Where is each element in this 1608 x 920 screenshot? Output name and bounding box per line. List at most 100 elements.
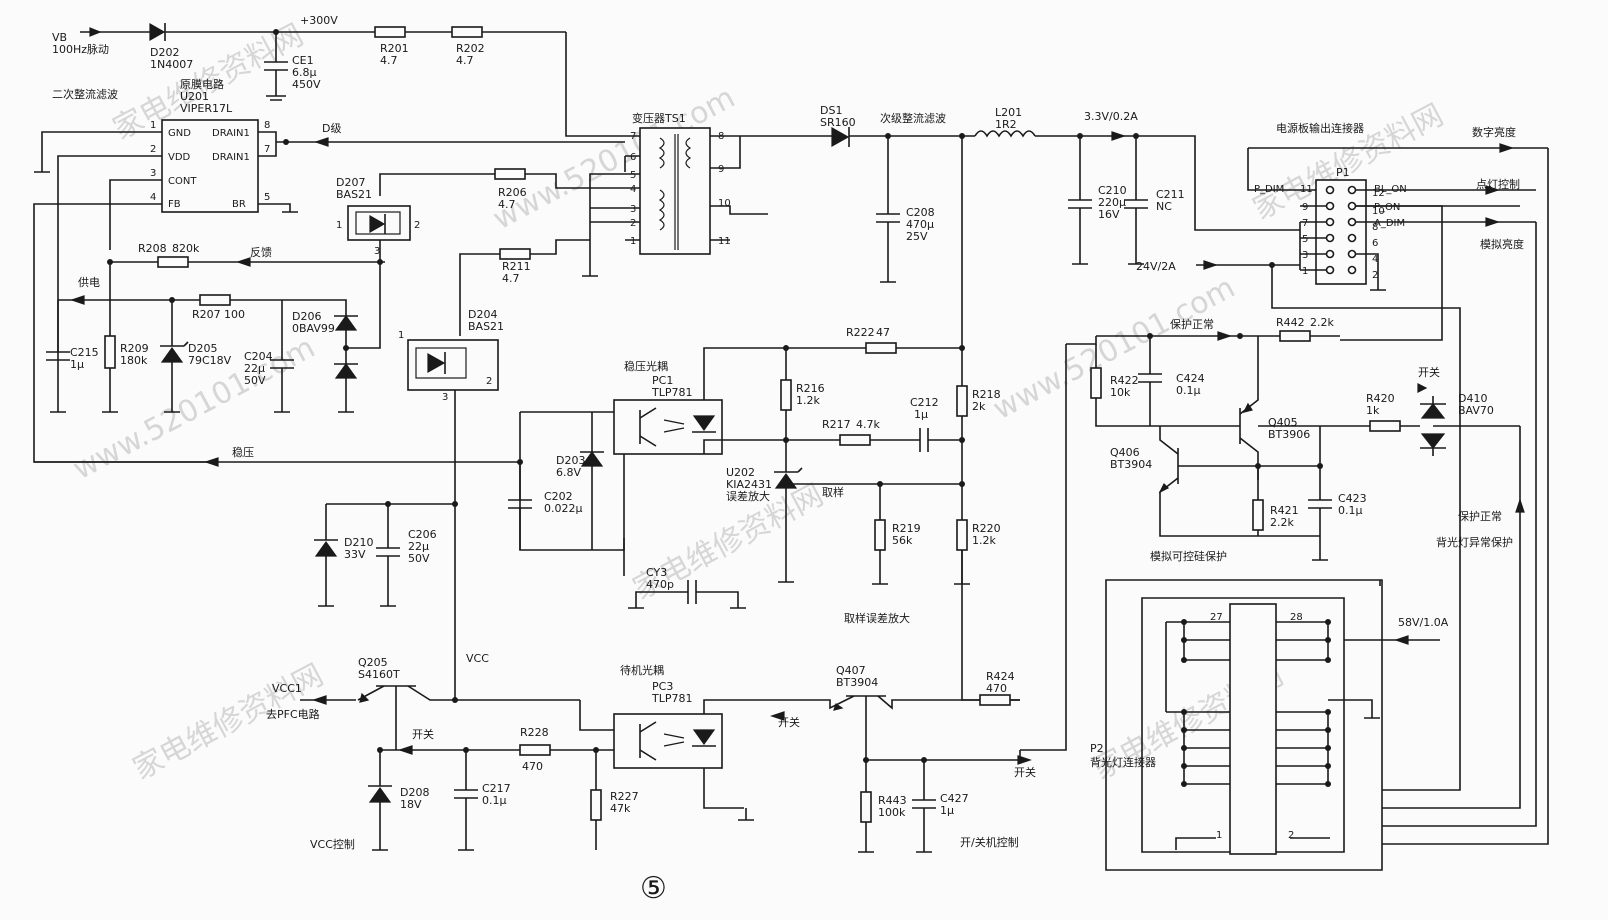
capacitor-c208: C208 470μ 25V: [876, 136, 935, 283]
capacitor-c217: C217 0.1μ: [454, 750, 511, 851]
capacitor-c210: C210 220μ 16V: [1068, 136, 1127, 265]
resistor-r201: R201 4.7: [374, 26, 409, 67]
svg-text:11: 11: [1300, 184, 1313, 195]
svg-text:保护正常: 保护正常: [1170, 317, 1214, 331]
svg-text:79C18V: 79C18V: [188, 354, 232, 367]
transistor-q407: Q407 BT3904: [744, 664, 980, 760]
svg-text:4: 4: [1372, 254, 1378, 265]
resistor-r202: R202 4.7: [451, 26, 485, 67]
resistor-r208: R208 820k 反馈: [107, 242, 385, 268]
svg-text:开关: 开关: [1418, 365, 1440, 379]
svg-text:误差放大: 误差放大: [726, 489, 770, 503]
svg-text:8: 8: [264, 120, 270, 131]
zener-d210: D210 33V: [314, 504, 373, 607]
svg-text:58V/1.0A: 58V/1.0A: [1398, 616, 1449, 629]
svg-text:C210: C210: [1098, 184, 1127, 197]
svg-text:二次整流滤波: 二次整流滤波: [52, 87, 118, 101]
svg-text:R218: R218: [972, 388, 1001, 401]
svg-text:GND: GND: [168, 128, 191, 139]
svg-text:1N4007: 1N4007: [150, 58, 193, 71]
svg-text:1μ: 1μ: [914, 408, 928, 421]
svg-text:VIPER17L: VIPER17L: [180, 102, 233, 115]
svg-text:VCC: VCC: [466, 652, 489, 665]
svg-text:4: 4: [150, 192, 156, 203]
standby-circuit: VCC VCC1 去PFC电路 Q205 S4160T 开关 R228 470 …: [266, 652, 1036, 853]
svg-text:5: 5: [264, 192, 270, 203]
svg-text:R216: R216: [796, 382, 825, 395]
svg-text:3: 3: [150, 168, 156, 179]
stabilize-network: 稳压 D210 33V C206 22μ 50V: [34, 445, 523, 607]
svg-text:8: 8: [1372, 222, 1378, 233]
ic-u201: 原膜电路 U201 VIPER17L 二次整流滤波 GND VDD CONT F…: [33, 78, 625, 467]
svg-text:2.2k: 2.2k: [1310, 316, 1334, 329]
inductor-l201: L201 1R2: [974, 106, 1036, 138]
svg-text:开关: 开关: [412, 727, 434, 741]
svg-text:R206: R206: [498, 186, 527, 199]
svg-text:22μ: 22μ: [244, 362, 265, 375]
watermark-url: www.520101.com: [987, 270, 1241, 427]
svg-text:C202: C202: [544, 490, 573, 503]
v300-label: +300V: [300, 14, 338, 27]
svg-text:TLP781: TLP781: [651, 386, 692, 399]
svg-text:1k: 1k: [1366, 404, 1380, 417]
capacitor-c423: C423 0.1μ: [1308, 426, 1367, 561]
svg-text:1: 1: [630, 236, 636, 247]
capacitor-c211: C211 NC: [1124, 136, 1185, 265]
svg-text:R219: R219: [892, 522, 921, 535]
svg-text:4.7: 4.7: [456, 54, 474, 67]
svg-text:50V: 50V: [244, 374, 266, 387]
svg-text:供电: 供电: [78, 275, 100, 289]
svg-text:470: 470: [986, 682, 1007, 695]
svg-text:11: 11: [718, 236, 731, 247]
diode-d204: D204 BAS21 1 2 3: [398, 308, 504, 700]
zener-d205: D205 79C18V: [160, 300, 232, 412]
transformer-ts1: 变压器TS1 7 6 5 4 3 2 1 8 9 10 11: [582, 111, 840, 277]
svg-text:3: 3: [1302, 250, 1308, 261]
svg-text:VCC控制: VCC控制: [310, 837, 355, 851]
resistor-r219: R219 56k: [872, 484, 921, 585]
resistor-r421: R421 2.2k: [1252, 466, 1299, 536]
resistor-r218: R218 2k: [956, 385, 1001, 417]
svg-text:7: 7: [1302, 218, 1308, 229]
svg-text:D207: D207: [336, 176, 365, 189]
svg-text:100k: 100k: [878, 806, 906, 819]
svg-text:4.7k: 4.7k: [856, 418, 880, 431]
resistor-r211: R211 4.7: [459, 239, 590, 336]
svg-text:Q205: Q205: [358, 656, 388, 669]
svg-text:28: 28: [1290, 612, 1303, 623]
svg-text:VDD: VDD: [168, 152, 191, 163]
resistor-r420: R420 1k: [1366, 392, 1420, 432]
regulation-loop: 稳压光耦 PC1 TLP781 D203 6.8V C202 0.022μ: [508, 326, 1001, 625]
svg-text:25V: 25V: [906, 230, 928, 243]
svg-text:C424: C424: [1176, 372, 1205, 385]
svg-text:P_ON: P_ON: [1374, 202, 1400, 213]
svg-text:R422: R422: [1110, 374, 1139, 387]
svg-text:R211: R211: [502, 260, 531, 273]
svg-text:反馈: 反馈: [250, 246, 272, 259]
svg-text:R424: R424: [986, 670, 1015, 683]
svg-text:47: 47: [876, 326, 890, 339]
resistor-r424: R424 470: [979, 670, 1020, 706]
capacitor-c424: C424 0.1μ: [1138, 336, 1205, 426]
protection-circuit: 保护正常 R442 2.2k R422 10k C424 0.1μ: [1020, 316, 1525, 751]
diode-d202: D202 1N4007: [149, 22, 193, 71]
supply-network: 供电 R207 100 D206 0BAV99 C215 1μ R2: [46, 262, 381, 413]
svg-text:VCC1: VCC1: [272, 682, 302, 695]
svg-text:R421: R421: [1270, 504, 1299, 517]
svg-text:1: 1: [336, 220, 342, 231]
svg-text:PC1: PC1: [652, 374, 673, 387]
input-rail: VB 100Hz脉动 D202 1N4007 +300V CE1 6.8μ 45…: [52, 14, 625, 137]
svg-text:TLP781: TLP781: [651, 692, 692, 705]
svg-text:D203: D203: [556, 454, 585, 467]
svg-text:去PFC电路: 去PFC电路: [266, 708, 320, 721]
svg-text:R222: R222: [846, 326, 875, 339]
svg-text:P2: P2: [1090, 742, 1104, 755]
svg-text:C423: C423: [1338, 492, 1367, 505]
svg-text:16V: 16V: [1098, 208, 1120, 221]
regulator-u202: U202 KIA2431 误差放大: [726, 440, 965, 583]
capacitor-c202: C202 0.022μ: [508, 462, 583, 550]
svg-text:Q407: Q407: [836, 664, 866, 677]
svg-text:6.8μ: 6.8μ: [292, 66, 317, 79]
svg-text:C215: C215: [70, 346, 99, 359]
svg-text:R201: R201: [380, 42, 409, 55]
